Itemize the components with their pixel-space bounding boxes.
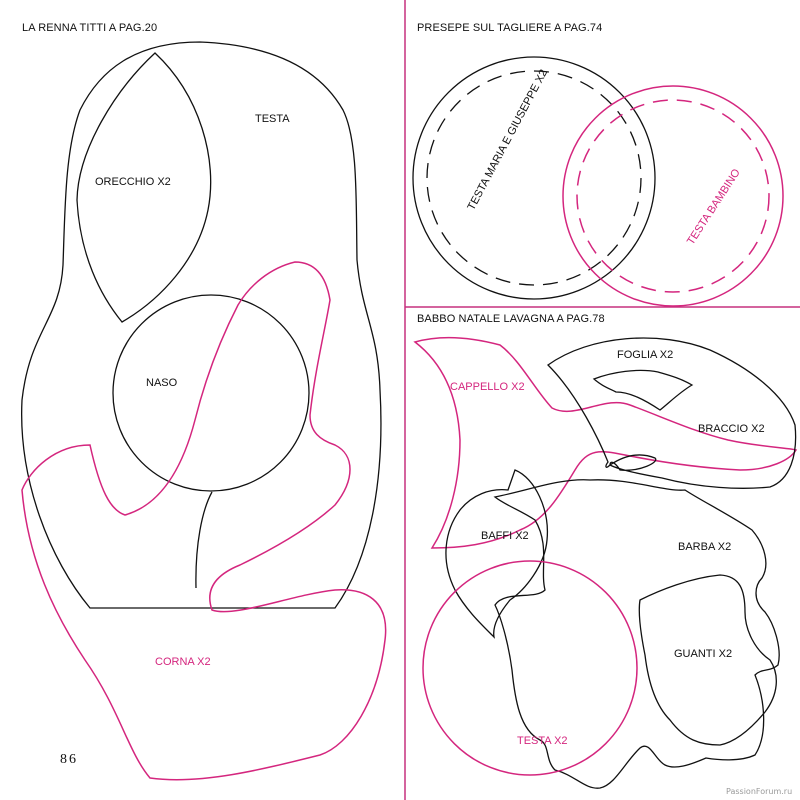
page-number: 86 [60,752,78,767]
reindeer-neck-line [195,491,213,589]
santa-gloves-label: GUANTI X2 [674,648,733,660]
reindeer-antlers-label: CORNA X2 [155,656,211,668]
santa-hat-shape [413,336,798,549]
santa-leaf-label: FOGLIA X2 [617,349,674,361]
santa-beard-shape [493,479,780,789]
santa-hat-label: CAPPELLO X2 [450,381,525,393]
reindeer-head-label: TESTA [255,113,290,125]
santa-head-label: TESTA X2 [517,735,568,747]
santa-glove-shape [638,574,777,746]
reindeer-nose-shape [112,294,310,492]
santa-arm-label: BRACCIO X2 [698,423,765,435]
reindeer-head-shape [21,41,382,609]
santa-title: BABBO NATALE LAVAGNA A PAG.78 [417,313,605,325]
santa-leaf-shape [592,369,694,411]
reindeer-nose-label: NASO [146,377,178,389]
reindeer-ear-label: ORECCHIO X2 [95,176,171,188]
reindeer-ear-shape [76,52,212,323]
reindeer-antler-shape [21,261,387,781]
nativity-baby-outer [562,85,784,307]
santa-head-shape [422,560,638,776]
santa-mustache-shape [445,469,549,639]
reindeer-title: LA RENNA TITTI A PAG.20 [22,22,158,34]
nativity-baby-dashed [576,99,770,293]
nativity-title: PRESEPE SUL TAGLIERE A PAG.74 [417,22,603,34]
santa-arm-shape [546,337,797,489]
watermark: PassionForum.ru [726,787,793,796]
santa-beard-label: BARBA X2 [678,541,732,553]
nativity-head-dashed [426,70,642,286]
santa-mustache-label: BAFFI X2 [481,530,529,542]
nativity-head-outer [412,56,656,300]
